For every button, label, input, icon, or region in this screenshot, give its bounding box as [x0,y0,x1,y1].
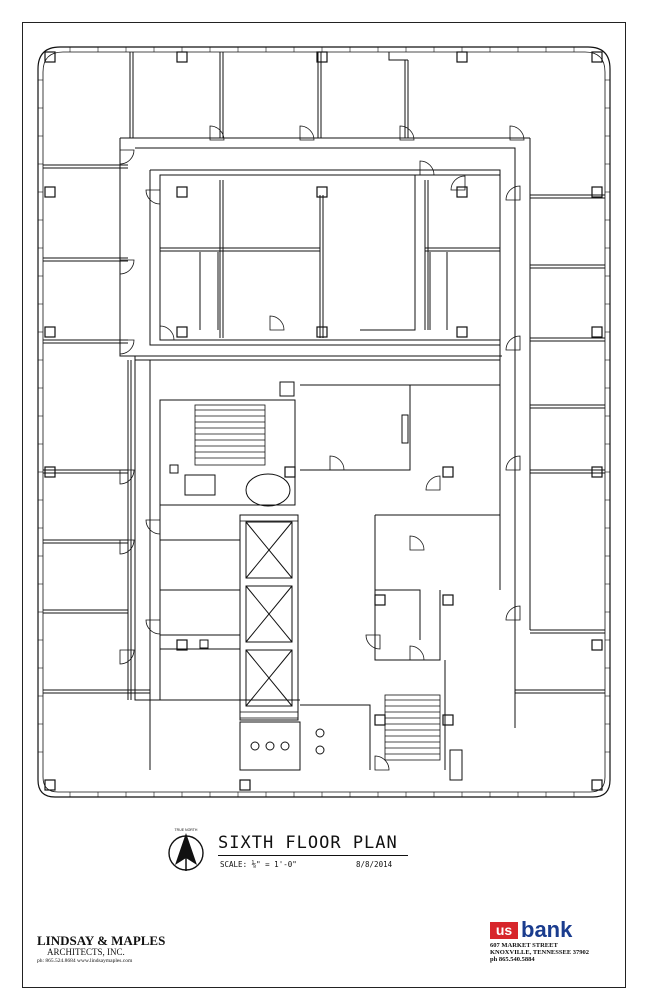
core-rooms [159,381,500,781]
architect-subtitle: ARCHITECTS, INC. [47,947,125,957]
architect-block: LINDSAY & MAPLES ARCHITECTS, INC. ph: 86… [37,934,237,965]
sheet-border [22,22,626,988]
door-swing-icon [399,125,415,141]
column-icon [176,326,188,338]
title-underline [218,855,408,856]
door-swing-icon [425,475,441,491]
column-icon [591,51,603,63]
door-swing-icon [419,160,435,176]
column-icon [456,51,468,63]
column-icon [442,466,454,478]
stair-lower [384,694,441,761]
door-swing-icon [119,339,135,355]
logo-word: bank [521,917,573,942]
column-icon [591,326,603,338]
door-swing-icon [119,539,135,555]
column-icon [442,714,454,726]
door-swing-icon [509,125,525,141]
window-mullions [38,47,610,797]
column-icon [456,186,468,198]
column-icon [374,594,386,606]
door-swing-icon [269,315,285,331]
stair-upper [194,404,266,466]
usbank-logo: us bank [490,917,620,942]
column-icon [316,326,328,338]
door-swing-icon [119,259,135,275]
column-icon [591,779,603,791]
bank-address-2: KNOXVILLE, TENNESSEE 37902 [490,949,590,956]
column-icon [456,326,468,338]
column-icon [442,594,454,606]
door-swing-icon [159,325,175,341]
column-icon [176,51,188,63]
door-swings [119,125,525,771]
plan-title: SIXTH FLOOR PLAN [218,833,398,853]
north-arrow-label: TRUE NORTH [175,828,198,832]
column-icon [239,779,251,791]
door-swing-icon [119,149,135,165]
client-block: us bank 607 MARKET STREET KNOXVILLE, TEN… [490,917,620,963]
column-icon [176,186,188,198]
building-exterior [37,46,611,798]
column-icon [44,186,56,198]
door-swing-icon [409,535,425,551]
logo-box: us [490,922,518,939]
door-swing-icon [145,189,161,205]
elevator-bank [239,514,299,721]
column-icon [316,186,328,198]
door-swing-icon [145,519,161,535]
column-icon [316,51,328,63]
corridor-walls [119,137,531,770]
door-swing-icon [409,645,425,661]
door-swing-icon [374,755,390,771]
core-offices [159,174,501,341]
door-swing-icon [209,125,225,141]
columns [44,51,603,791]
door-swing-icon [450,175,466,191]
door-swing-icon [299,125,315,141]
door-swing-icon [505,455,521,471]
left-offices [43,164,150,700]
column-icon [176,639,188,651]
column-icon [44,51,56,63]
column-icon [44,466,56,478]
right-offices [514,194,605,700]
top-offices [129,52,409,138]
door-swing-icon [119,649,135,665]
title-block: SIXTH FLOOR PLAN SCALE: ⅛" = 1'-0" 8/8/2… [214,833,414,883]
plan-date: 8/8/2014 [356,860,393,869]
plan-scale: SCALE: ⅛" = 1'-0" [220,860,297,869]
column-icon [284,466,296,478]
door-swing-icon [329,455,345,471]
door-swing-icon [505,185,521,201]
north-arrow-icon: TRUE NORTH [168,828,204,871]
column-icon [374,714,386,726]
column-icon [591,466,603,478]
column-icon [44,326,56,338]
architect-contact: ph: 865.524.8684 www.lindsaymaples.com [37,958,133,964]
door-swing-icon [145,619,161,635]
door-swing-icon [505,605,521,621]
column-icon [591,639,603,651]
door-swing-icon [119,469,135,485]
column-icon [44,779,56,791]
door-swing-icon [365,634,381,650]
bank-phone: ph 865.540.5884 [490,956,535,963]
column-icon [591,186,603,198]
door-swing-icon [505,335,521,351]
bank-address-1: 607 MARKET STREET [490,942,558,949]
architect-name: LINDSAY & MAPLES [37,933,166,948]
